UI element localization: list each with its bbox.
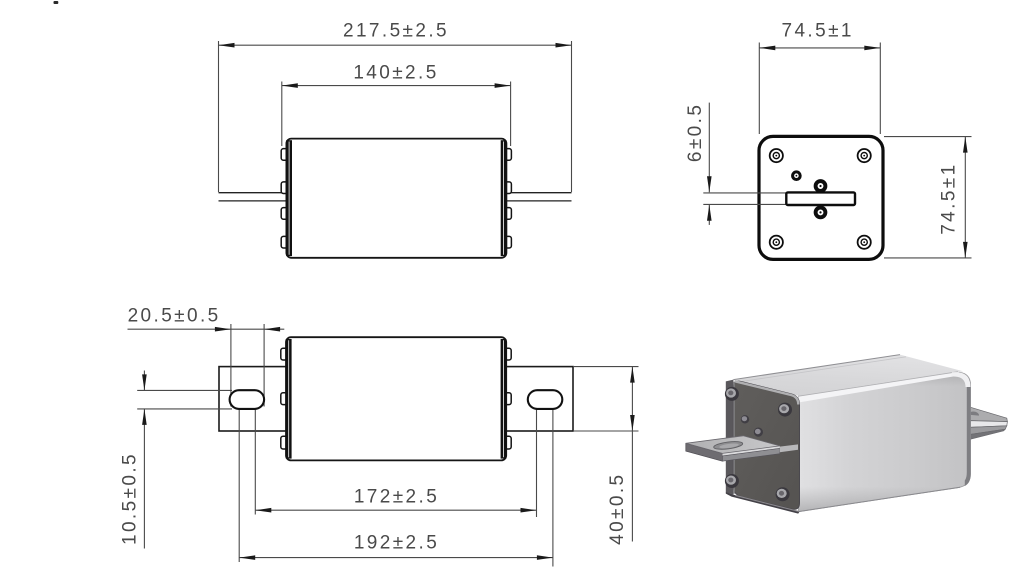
svg-text:192±2.5: 192±2.5 [354, 533, 439, 554]
svg-text:74.5±1: 74.5±1 [939, 162, 960, 234]
svg-text:217.5±2.5: 217.5±2.5 [343, 21, 449, 42]
svg-text:10.5±0.5: 10.5±0.5 [120, 452, 141, 545]
svg-text:74.5±1: 74.5±1 [782, 21, 854, 42]
svg-text:6±0.5: 6±0.5 [685, 103, 706, 162]
svg-text:140±2.5: 140±2.5 [353, 63, 438, 84]
svg-text:20.5±0.5: 20.5±0.5 [128, 305, 221, 326]
svg-text:172±2.5: 172±2.5 [354, 486, 439, 507]
svg-text:40±0.5: 40±0.5 [607, 473, 628, 545]
